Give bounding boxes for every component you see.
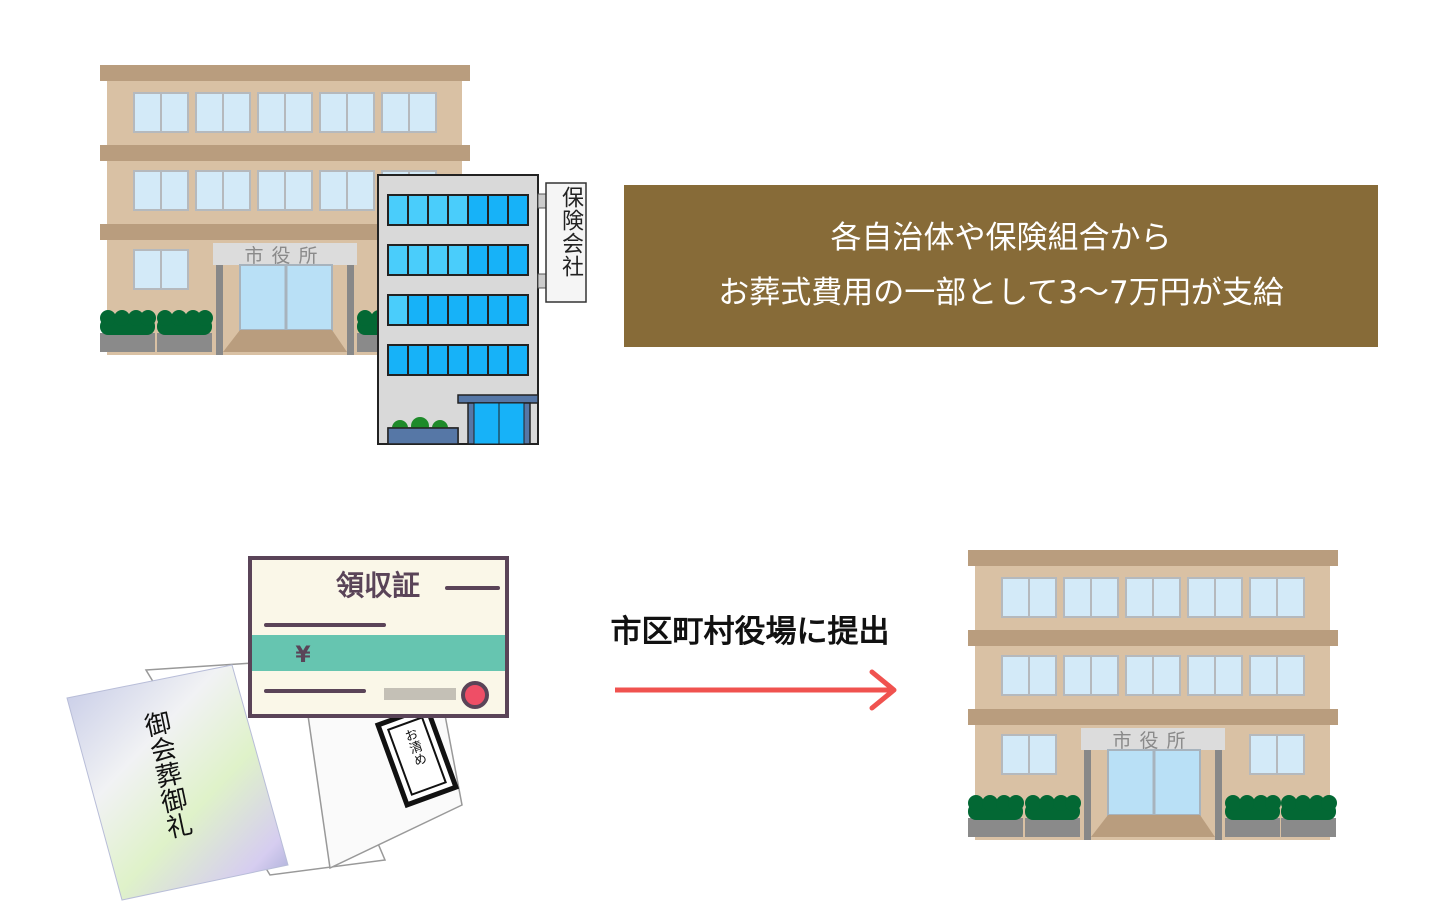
city-hall-illustration: 市役所 [968, 550, 1338, 840]
floor-band [968, 630, 1338, 646]
window [507, 194, 529, 226]
window [447, 294, 469, 326]
window [427, 244, 449, 276]
window [467, 344, 489, 376]
planter [100, 333, 155, 352]
window [407, 294, 429, 326]
window [467, 194, 489, 226]
receipt-title: 領収証 [336, 569, 420, 602]
floor-band [968, 709, 1338, 725]
window [447, 244, 469, 276]
window [407, 194, 429, 226]
window [467, 294, 489, 326]
entrance-step [223, 330, 347, 352]
entrance-step [1091, 815, 1215, 837]
planter [1281, 818, 1336, 837]
window [427, 194, 449, 226]
window [507, 244, 529, 276]
window [407, 344, 429, 376]
banner-line-1: 各自治体や保険組合から [830, 220, 1172, 256]
city-hall-sign: 市役所 [244, 245, 325, 267]
window [427, 294, 449, 326]
window [447, 344, 469, 376]
floor-band [968, 550, 1338, 566]
window [507, 294, 529, 326]
window [487, 294, 509, 326]
submit-label: 市区町村役場に提出 [610, 614, 890, 650]
window [507, 344, 529, 376]
window [487, 244, 509, 276]
window [387, 344, 409, 376]
city-hall-sign-board [1081, 728, 1225, 750]
banner-line-2: お葬式費用の一部として3〜7万円が支給 [718, 275, 1284, 311]
planter [157, 333, 212, 352]
subsidy-banner: 各自治体や保険組合から お葬式費用の一部として3〜7万円が支給 [624, 185, 1378, 347]
window [407, 244, 429, 276]
window [387, 294, 409, 326]
window [427, 344, 449, 376]
floor-band [100, 145, 470, 161]
window [487, 344, 509, 376]
receipt-yen: ¥ [295, 643, 311, 668]
funeral-documents-illustration: お清め 御会葬御礼 領収証 ¥ [66, 556, 509, 901]
window [487, 194, 509, 226]
planter [1025, 818, 1080, 837]
city-hall-sign: 市役所 [1112, 730, 1193, 752]
window [387, 244, 409, 276]
receipt: 領収証 ¥ [248, 556, 509, 718]
insurance-company-building: 保険会社 [376, 174, 591, 450]
city-hall-sign-board [213, 243, 357, 265]
right-arrow-icon [610, 668, 900, 718]
pillar [1215, 750, 1222, 840]
funeral-documents: お清め 御会葬御礼 領収証 ¥ [60, 550, 520, 914]
pillar [216, 265, 223, 355]
pillar [347, 265, 354, 355]
window [447, 194, 469, 226]
window [387, 194, 409, 226]
planter [968, 818, 1023, 837]
planter [1225, 818, 1280, 837]
floor-band [100, 65, 470, 81]
pillar [1084, 750, 1091, 840]
city-hall-building-bottom: 市役所 [968, 550, 1338, 844]
window [467, 244, 489, 276]
insurance-sign: 保険会社 [558, 186, 583, 278]
insurance-building-illustration [377, 174, 587, 445]
